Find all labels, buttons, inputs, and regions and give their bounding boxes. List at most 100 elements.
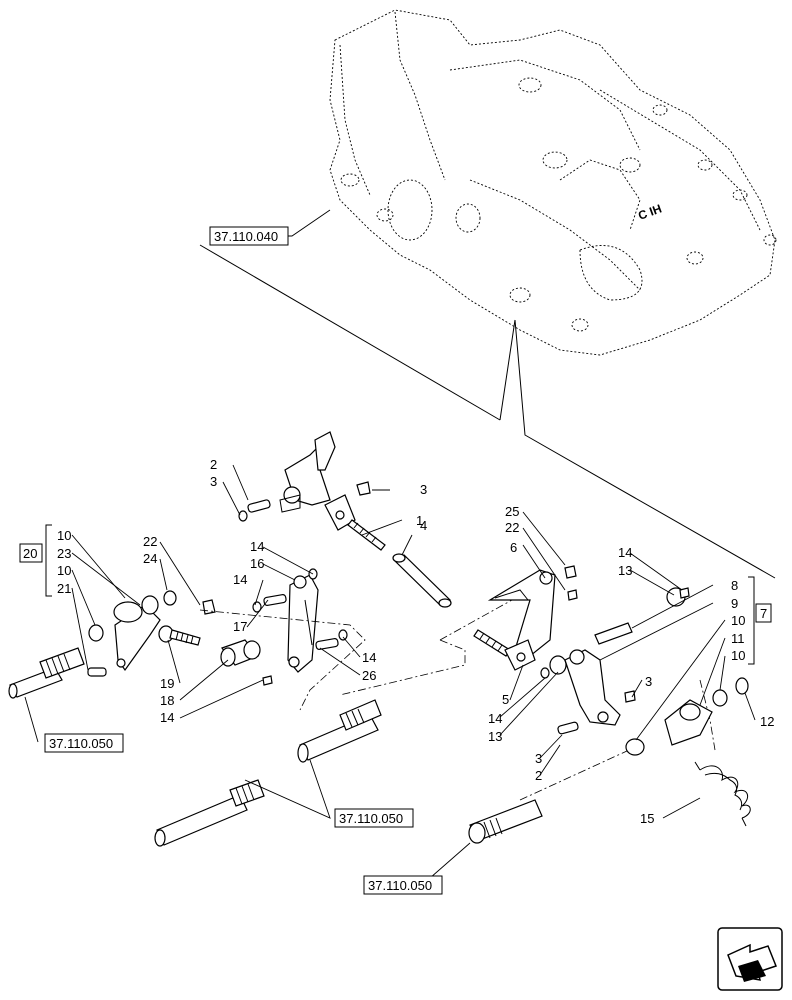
- group-7-bracket: [748, 576, 755, 665]
- next-page-arrow-icon[interactable]: [717, 927, 783, 991]
- lift-housing-phantom: C IH: [329, 9, 777, 356]
- callout-6: 6: [510, 540, 517, 555]
- callout-21: 21: [57, 581, 71, 596]
- callout-labels: 1 2 2 3 3 3 3 4 5 6 8 9 10 10 10 10 11 1…: [57, 457, 774, 826]
- housing-11: [664, 699, 713, 746]
- callout-17: 17: [233, 619, 247, 634]
- group-box-7[interactable]: 7: [755, 603, 772, 623]
- callout-19: 19: [160, 676, 174, 691]
- washer-10-lower: [625, 738, 645, 756]
- ring-12: [735, 677, 749, 695]
- callout-9: 9: [731, 596, 738, 611]
- clip-3-right: [624, 690, 636, 703]
- ref-box-37-110-050-left[interactable]: 37.110.050: [44, 733, 124, 753]
- callout-22-left: 22: [143, 534, 157, 549]
- callout-23: 23: [57, 546, 71, 561]
- callout-25: 25: [505, 504, 519, 519]
- washer-13: [549, 655, 567, 675]
- callout-10-c: 10: [731, 613, 745, 628]
- pin-9: [594, 622, 633, 645]
- callout-2-right: 2: [535, 768, 542, 783]
- shaft-left: [8, 647, 85, 699]
- callout-3-lower: 3: [535, 751, 542, 766]
- callout-5: 5: [502, 692, 509, 707]
- turnbuckle-5: [473, 629, 536, 671]
- group-box-7-label: 7: [760, 606, 767, 621]
- shaft-lower: [154, 779, 265, 847]
- pin-2-right: [557, 721, 579, 735]
- callout-10-a: 10: [57, 528, 71, 543]
- bushing-21: [88, 624, 104, 642]
- callout-14-d: 14: [160, 710, 174, 725]
- leader-lines: [24, 209, 756, 879]
- ref-label-37-110-050-middle: 37.110.050: [339, 811, 403, 826]
- clip-22-left: [202, 599, 216, 615]
- callout-15: 15: [640, 811, 654, 826]
- group-box-20[interactable]: 20: [19, 543, 43, 563]
- ref-box-37-110-050-bottom[interactable]: 37.110.050: [363, 875, 443, 895]
- pin-left: [87, 667, 107, 677]
- align-line-mid-2: [339, 639, 466, 696]
- callout-2-top: 2: [210, 457, 217, 472]
- washer-23: [141, 595, 159, 615]
- callout-14-c: 14: [362, 650, 376, 665]
- align-line-left: [199, 609, 366, 711]
- callout-14-a: 14: [250, 539, 264, 554]
- callout-16: 16: [250, 556, 264, 571]
- shaft-middle: [297, 699, 382, 763]
- callout-12: 12: [760, 714, 774, 729]
- housing-logo: C IH: [636, 201, 663, 222]
- callout-13-right: 13: [618, 563, 632, 578]
- callout-18: 18: [160, 693, 174, 708]
- spring-15: [694, 761, 751, 827]
- callout-4: 4: [420, 518, 427, 533]
- clip-22-right: [564, 565, 577, 579]
- washer-24: [163, 590, 177, 606]
- bracket-6: [487, 569, 556, 661]
- callout-3-top: 3: [210, 474, 217, 489]
- bolt-19: [158, 625, 201, 646]
- callout-10-d: 10: [731, 648, 745, 663]
- upper-linkage: [279, 431, 336, 513]
- clip-14-right-group: [540, 667, 550, 679]
- pin-17: [263, 594, 287, 606]
- callout-8: 8: [731, 578, 738, 593]
- callout-14-f: 14: [488, 711, 502, 726]
- callout-24: 24: [143, 551, 157, 566]
- callout-22-right: 22: [505, 520, 519, 535]
- pin-2-top: [247, 499, 271, 513]
- lever-8: [564, 649, 621, 726]
- ref-box-37-110-040[interactable]: 37.110.040: [209, 226, 289, 246]
- clip-14-right-top: [679, 587, 690, 599]
- callout-14-b: 14: [233, 572, 247, 587]
- shaft-right: [468, 799, 543, 844]
- ref-label-37-110-040: 37.110.040: [214, 229, 278, 244]
- clip-3-top: [238, 510, 248, 522]
- callout-3-right: 3: [645, 674, 652, 689]
- rod-4: [392, 553, 452, 608]
- clip-3-upper: [356, 481, 371, 496]
- turnbuckle-yoke-1: [324, 494, 386, 551]
- lever-arm-left: [113, 601, 161, 672]
- callout-26: 26: [362, 668, 376, 683]
- callout-1: 1: [416, 513, 423, 528]
- callout-11: 11: [731, 631, 745, 646]
- lever-16: [287, 574, 319, 673]
- clip-25: [567, 589, 578, 601]
- section-line-left: [199, 244, 501, 421]
- ref-box-37-110-050-middle[interactable]: 37.110.050: [334, 808, 414, 828]
- section-line-mid: [499, 319, 516, 421]
- washer-10-right: [712, 689, 728, 707]
- callout-3-upper: 3: [420, 482, 427, 497]
- clip-14-right: [338, 629, 348, 641]
- yoke-pin-18: [220, 639, 261, 667]
- align-line-right: [519, 744, 641, 801]
- callout-14-e: 14: [618, 545, 632, 560]
- clip-14-lower: [262, 675, 273, 686]
- ref-label-37-110-050-bottom: 37.110.050: [368, 878, 432, 893]
- pin-26: [315, 638, 339, 650]
- ref-label-37-110-050-left: 37.110.050: [49, 736, 113, 751]
- callout-10-b: 10: [57, 563, 71, 578]
